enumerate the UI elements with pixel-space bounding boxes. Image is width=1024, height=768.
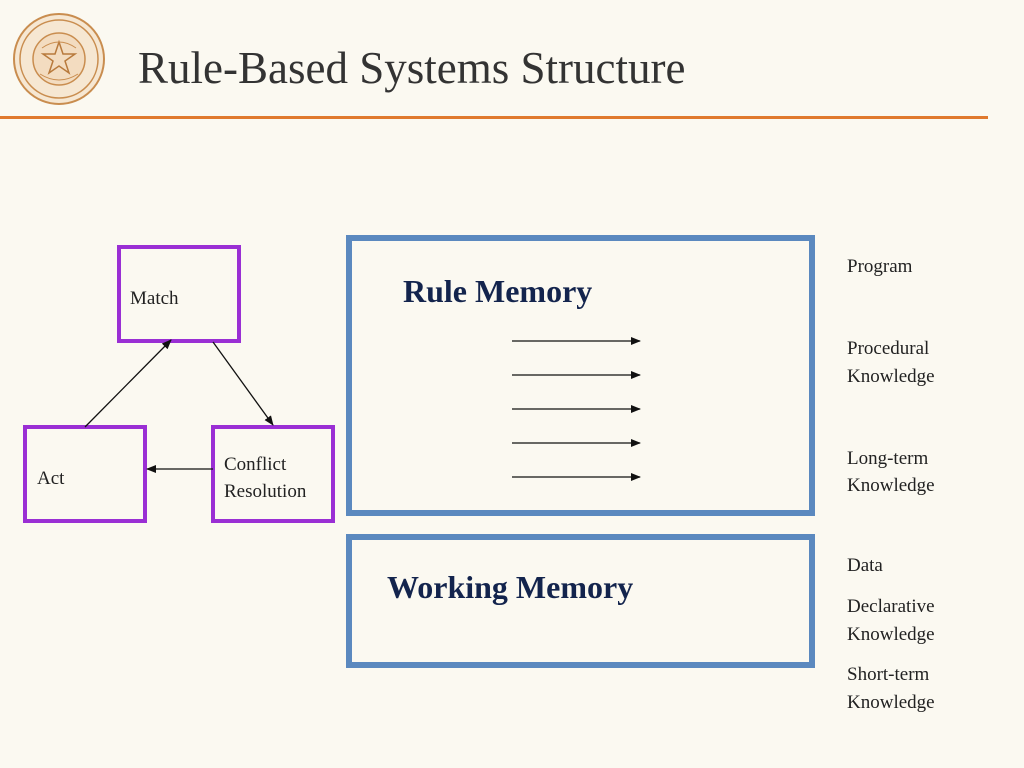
slide-title: Rule-Based Systems Structure <box>138 43 686 93</box>
title-divider <box>0 116 988 119</box>
rule-memory-box <box>346 235 815 516</box>
working-memory-box <box>346 534 815 668</box>
arrow-act-to-match <box>84 339 172 428</box>
match-box: Match <box>117 245 241 343</box>
act-label: Act <box>37 468 65 489</box>
label-declarative-knowledge: Knowledge <box>847 624 935 645</box>
working-memory-title: Working Memory <box>387 569 634 605</box>
rule-memory-title: Rule Memory <box>403 273 593 309</box>
act-box: Act <box>23 425 147 523</box>
label-data: Data <box>847 555 883 576</box>
label-procedural: Procedural <box>847 338 930 359</box>
label-program: Program <box>847 256 913 277</box>
conflict-resolution-box: Conflict Resolution <box>211 425 335 523</box>
label-shortterm-knowledge: Knowledge <box>847 692 935 713</box>
label-declarative: Declarative <box>847 596 935 617</box>
label-longterm-knowledge: Knowledge <box>847 475 935 496</box>
label-procedural-knowledge: Knowledge <box>847 366 935 387</box>
arrow-match-to-conflict <box>212 341 274 426</box>
conflict-label: Conflict <box>224 454 287 475</box>
label-shortterm: Short-term <box>847 664 930 685</box>
label-longterm: Long-term <box>847 448 929 469</box>
university-seal-icon <box>13 13 105 105</box>
match-label: Match <box>130 288 179 309</box>
resolution-label: Resolution <box>224 481 307 502</box>
